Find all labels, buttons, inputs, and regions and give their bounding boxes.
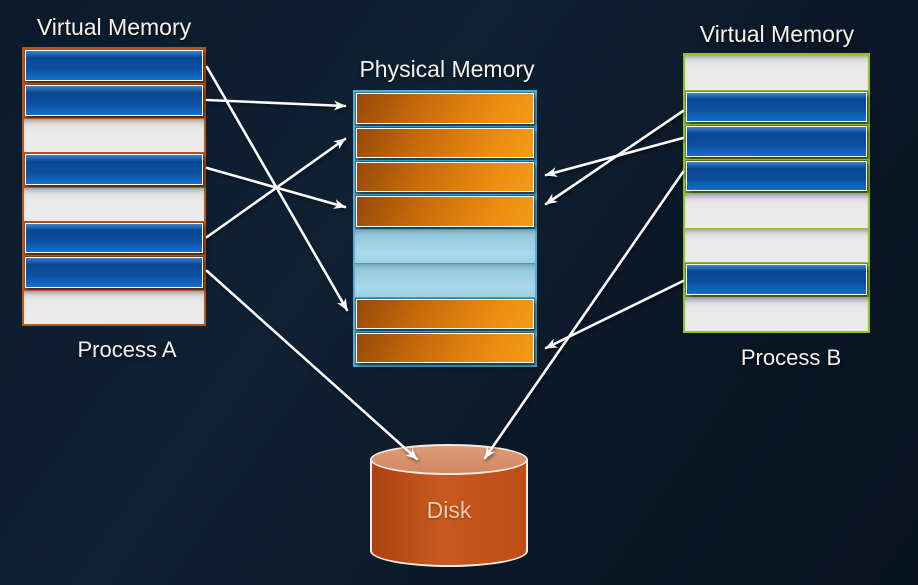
process-b-slot-8 [685,296,868,331]
memory-column-process-b [683,53,870,333]
physical-memory-slot-2 [355,126,535,160]
process-a-slot-3 [24,117,204,153]
process-b-page-7 [686,264,867,295]
arrow-a-page1-to-frame7 [205,65,349,312]
arrow-b-page2-to-frame4 [544,109,685,206]
process-b-slot-2 [685,89,868,125]
physical-memory-slot-1 [355,92,535,126]
arrow-b-page3-to-frame3 [544,136,685,177]
physical-memory-slot-8 [355,330,535,365]
process-a-page-7 [25,257,203,288]
arrow-b-page7-to-frame8 [544,279,685,350]
process-a-page-6 [25,222,203,254]
arrow-a-page4-to-frame4 [205,166,347,209]
process-b-label: Process B [740,345,842,370]
physical-memory-frame-3 [356,162,534,193]
disk-label: Disk [426,497,472,523]
process-b-slot-3 [685,124,868,159]
process-b-page-2 [686,91,867,122]
arrow-a-page6-to-frame2 [205,137,347,239]
physical-memory-slot-6 [355,262,535,297]
memory-column-physical-memory [353,90,537,367]
process-a-page-1 [25,50,203,82]
process-b-page-3 [686,126,867,157]
process-a-page-2 [25,85,203,116]
process-b-page-4 [686,160,867,191]
process-b-virtual-memory-title: Virtual Memory [699,21,855,47]
disk-top-ellipse [370,444,528,475]
process-a-page-4 [25,154,203,185]
process-b-slot-4 [685,158,868,194]
physical-memory-frame-8 [356,332,534,363]
memory-column-process-a [22,47,206,326]
process-a-virtual-memory-title: Virtual Memory [36,14,192,40]
process-a-slot-7 [24,255,204,289]
disk-body [370,459,528,567]
physical-memory-slot-4 [355,194,535,228]
physical-memory-frame-7 [356,298,534,329]
physical-memory-slot-3 [355,160,535,194]
physical-memory-frame-4 [356,196,534,227]
process-b-slot-5 [685,193,868,228]
arrow-a-page2-to-frame1 [205,98,347,111]
process-b-slot-1 [685,55,868,90]
disk-cylinder: Disk [370,444,528,567]
process-a-slot-8 [24,289,204,324]
process-b-slot-6 [685,227,868,262]
process-a-slot-1 [24,49,204,83]
process-b-slot-7 [685,262,868,297]
physical-memory-slot-5 [355,228,535,263]
process-a-label: Process A [77,337,177,362]
process-a-slot-6 [24,220,204,255]
physical-memory-frame-2 [356,128,534,159]
physical-memory-frame-1 [356,93,534,125]
physical-memory-slot-7 [355,296,535,331]
process-a-slot-2 [24,83,204,117]
physical-memory-title: Physical Memory [359,56,535,82]
process-a-slot-4 [24,152,204,186]
process-a-slot-5 [24,186,204,221]
